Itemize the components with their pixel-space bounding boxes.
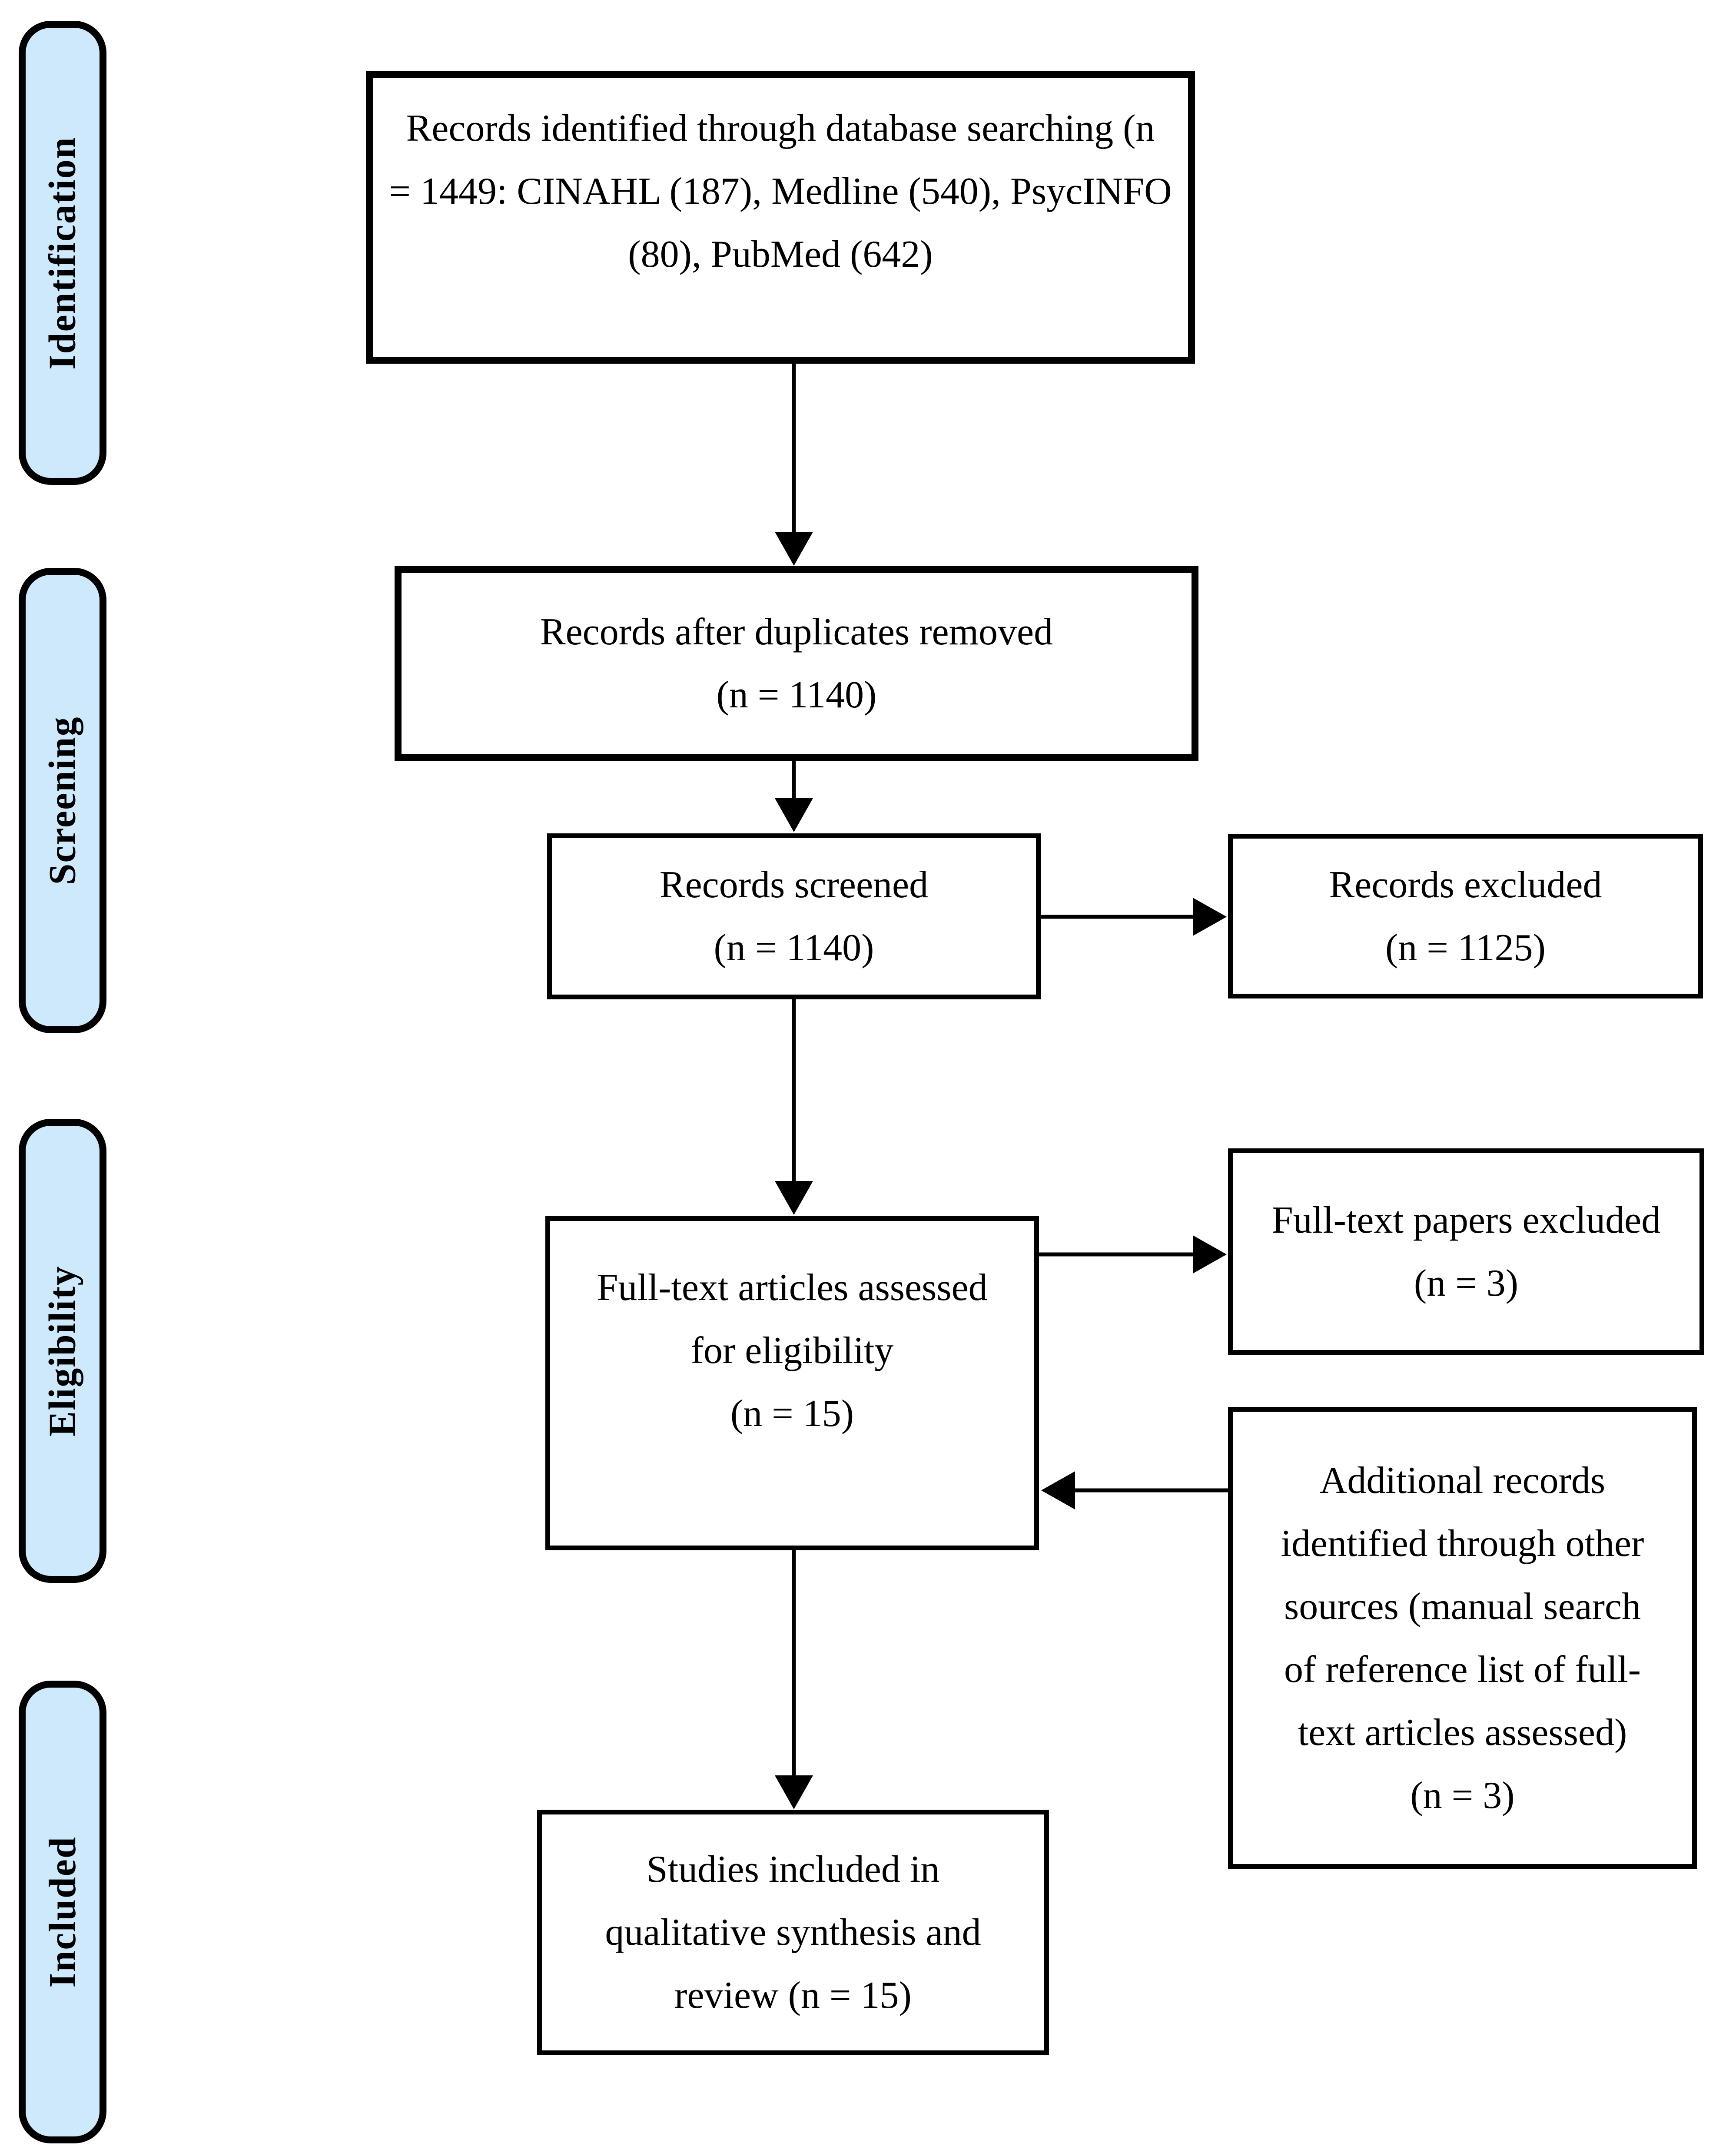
box-text-line: review (n = 15) xyxy=(674,1974,912,2017)
box-fulltext-assessed: Full-text articles assessed for eligibil… xyxy=(545,1216,1039,1550)
box-records-screened: Records screened (n = 1140) xyxy=(547,833,1041,999)
box-text-line: = 1449: CINAHL (187), Medline (540), Psy… xyxy=(389,170,1172,212)
box-text-line: identified through other xyxy=(1281,1522,1644,1565)
box-text-line: (n = 15) xyxy=(730,1393,854,1435)
box-records-excluded: Records excluded (n = 1125) xyxy=(1228,834,1703,998)
stage-label-included: Included xyxy=(41,1836,84,1988)
stage-label-eligibility: Eligibility xyxy=(41,1265,84,1436)
box-text-line: (80), PubMed (642) xyxy=(628,233,933,275)
box-text-line: Records screened xyxy=(659,864,929,906)
arrow-fulltext-to-ft-excluded xyxy=(1039,1235,1227,1274)
stage-label-screening: Screening xyxy=(41,716,84,885)
box-fulltext-excluded: Full-text papers excluded (n = 3) xyxy=(1228,1148,1704,1355)
arrow-additional-to-fulltext xyxy=(1041,1471,1228,1509)
stage-label-identification: Identification xyxy=(41,136,84,370)
box-text-line: (n = 1140) xyxy=(716,674,877,716)
box-text-line: sources (manual search xyxy=(1284,1585,1641,1628)
box-text-line: of reference list of full- xyxy=(1284,1648,1641,1691)
box-text-line: Full-text papers excluded xyxy=(1271,1199,1661,1241)
box-text-line: Records excluded xyxy=(1329,863,1602,906)
box-text-line: (n = 1140) xyxy=(714,927,874,969)
box-text-line: (n = 3) xyxy=(1414,1262,1519,1304)
box-text-line: Records after duplicates removed xyxy=(540,611,1053,653)
box-text-line: Studies included in xyxy=(646,1848,940,1891)
box-text-line: Additional records xyxy=(1319,1459,1606,1502)
box-text-line: Full-text articles assessed xyxy=(597,1267,988,1309)
stage-box-screening: Screening xyxy=(19,568,106,1033)
stage-box-identification: Identification xyxy=(19,21,106,485)
stage-box-eligibility: Eligibility xyxy=(19,1119,106,1583)
box-text-line: (n = 3) xyxy=(1410,1774,1515,1817)
box-text-line: text articles assessed) xyxy=(1298,1711,1627,1754)
box-text-line: for eligibility xyxy=(690,1330,894,1372)
arrow-fulltext-to-included xyxy=(775,1550,813,1809)
arrow-duplicates-to-screened xyxy=(775,761,813,832)
box-text-line: Records identified through database sear… xyxy=(406,107,1155,149)
box-duplicates-removed: Records after duplicates removed (n = 11… xyxy=(395,566,1198,761)
arrow-screened-to-excluded xyxy=(1041,898,1227,936)
box-studies-included: Studies included in qualitative synthesi… xyxy=(537,1810,1049,2055)
stage-box-included: Included xyxy=(19,1681,106,2143)
arrow-identified-to-duplicates xyxy=(775,364,813,566)
box-records-identified: Records identified through database sear… xyxy=(366,71,1195,364)
arrow-screened-to-fulltext xyxy=(775,999,813,1215)
box-text-line: qualitative synthesis and xyxy=(605,1911,981,1954)
box-text-line: (n = 1125) xyxy=(1385,926,1546,969)
box-additional-records: Additional records identified through ot… xyxy=(1228,1407,1697,1869)
